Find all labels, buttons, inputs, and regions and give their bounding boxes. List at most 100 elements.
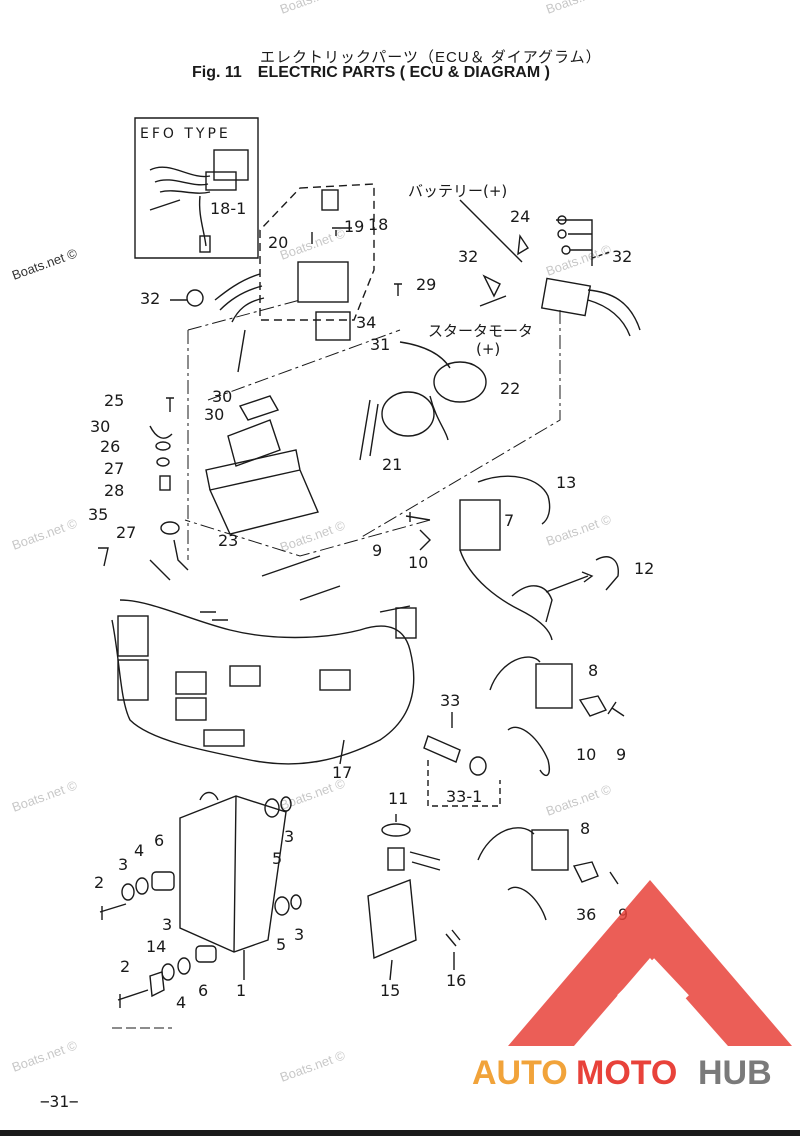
logo-hub: HUB [698,1054,772,1092]
relay-bracket [315,311,351,341]
battery-label: バッテリー(+) [408,182,507,200]
rectifier [367,879,417,960]
callout-34: 34 [356,313,376,332]
bottom-border [0,1130,800,1136]
relay-group [259,183,375,321]
figure-title: ELECTRIC PARTS ( ECU & DIAGRAM ) [257,64,550,81]
callout-18-1: 18-1 [210,199,246,218]
callout-26: 26 [100,437,120,456]
logo-triangle: AUTO MOTO HUB [472,880,792,1092]
callout-4a: 4 [134,841,144,860]
callout-30c: 30 [204,405,224,424]
callout-9b: 9 [616,745,626,764]
watermark-text: Boats.net © [544,781,614,819]
callout-35: 35 [88,505,108,524]
callout-20: 20 [268,233,288,252]
callout-18: 18 [368,215,388,234]
watermark-text: Boats.net © [278,0,348,17]
callout-32-top: 24 [510,207,530,226]
callout-27b: 27 [116,523,136,542]
starter-solenoids [359,361,487,461]
callout-15: 15 [380,981,400,1000]
inset-label: EFO TYPE [140,126,231,142]
callout-22: 22 [500,379,520,398]
callout-4b: 4 [176,993,186,1012]
callout-2a: 2 [94,873,104,892]
watermark-text: Boats.net © [544,511,614,549]
callout-13: 13 [556,473,576,492]
ecu-box [179,795,287,953]
plug-cap [511,585,553,623]
clamp-32 [186,289,204,307]
watermark-text: Boats.net © [10,245,80,283]
callout-21: 21 [382,455,402,474]
ecu-tray [205,449,319,535]
figure-number: Fig. 11 [192,64,242,81]
arrow [545,571,594,593]
callout-33: 33 [440,691,460,710]
figure-title-english: Fig. 11 ELECTRIC PARTS ( ECU & DIAGRAM ) [192,64,550,82]
relay-block [297,261,349,303]
callout-30a: 30 [90,417,110,436]
watermark-text: Boats.net © [10,777,80,815]
callout-6a: 6 [154,831,164,850]
logo-moto: MOTO [576,1054,677,1092]
callout-9a: 9 [372,541,382,560]
ignition-coil-lower [531,829,569,871]
relay-wires [214,273,265,373]
cdi-unit [459,499,501,551]
figure-title-japanese: エレクトリックパーツ（ECU＆ ダイアグラム） [260,49,602,66]
page-number: −31− [40,1092,79,1111]
callout-11: 11 [388,789,408,808]
callout-24: 32 [612,247,632,266]
callout-23: 23 [218,531,238,550]
callout-32-left: 32 [140,289,160,308]
callout-28: 28 [104,481,124,500]
callout-25: 25 [104,391,124,410]
watermark-text: Boats.net © [544,241,614,279]
watermark-text: Boats.net © [544,0,614,17]
callout-10a: 10 [408,553,428,572]
efo-inset: EFO TYPE [134,117,259,259]
callout-6b: 6 [198,981,208,1000]
watermark-text: Boats.net © [10,515,80,553]
callout-16: 16 [446,971,466,990]
callout-14: 14 [146,937,166,956]
callout-36: 36 [576,905,596,924]
watermark-text: Boats.net © [10,1037,80,1075]
relay-cap [321,189,339,211]
watermark-text: Boats.net © [278,517,348,555]
logo-auto: AUTO [472,1054,568,1092]
callout-3c: 3 [294,925,304,944]
callout-8a: 8 [588,661,598,680]
callout-27a: 27 [104,459,124,478]
callout-29: 29 [416,275,436,294]
callout-8b: 8 [580,819,590,838]
callout-2b: 2 [120,957,130,976]
leader-lines [311,227,352,244]
callout-3d: 3 [162,915,172,934]
callout-33-1: 33-1 [446,787,482,806]
ignition-coil-upper [535,663,573,709]
sensor-33 [423,735,461,763]
solenoid-24 [540,215,641,337]
callout-5b: 5 [276,935,286,954]
callout-7: 7 [504,511,514,530]
callout-5a: 5 [272,849,282,868]
starter-plus-label: (+) [476,340,500,358]
callout-19: 19 [344,217,364,236]
callout-30b: 30 [212,387,232,406]
callout-32-mid: 32 [458,247,478,266]
callout-17: 17 [332,763,352,782]
callout-3a: 3 [118,855,128,874]
watermark-text: Boats.net © [278,1047,348,1085]
callout-12: 12 [634,559,654,578]
main-harness [111,555,417,765]
callout-3b: 3 [284,827,294,846]
callout-31: 31 [370,335,390,354]
starter-motor-label: スタータモータ [428,322,533,340]
callout-1: 1 [236,981,246,1000]
automotohub-logo: AUTO MOTO HUB [470,878,800,1098]
callout-10b: 10 [576,745,596,764]
